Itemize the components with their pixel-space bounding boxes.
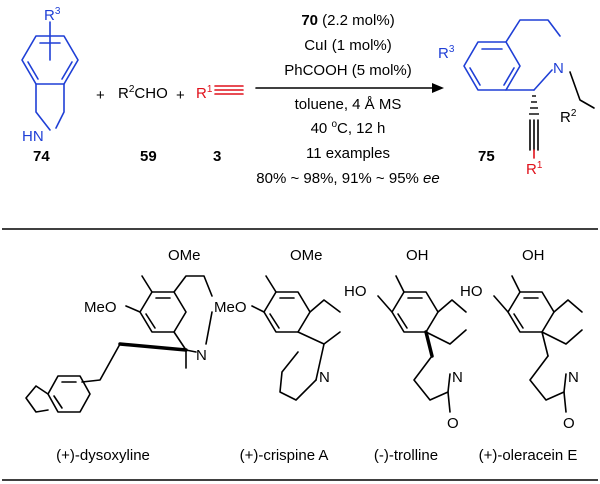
- compound-number-3: 3: [213, 148, 221, 165]
- product-n: N: [553, 60, 564, 77]
- compound-number-59: 59: [140, 148, 157, 165]
- compound-number-75: 75: [478, 148, 495, 165]
- trolline-group-o: O: [447, 415, 459, 432]
- oleracein-group-o: O: [563, 415, 575, 432]
- reactant-74-nh: HN: [22, 128, 44, 145]
- condition-temperature: 40 oC, 12 h: [311, 119, 386, 137]
- condition-acid: PhCOOH (5 mol%): [284, 62, 412, 79]
- plus-sign-1: +: [96, 87, 105, 104]
- trolline-group-n: N: [452, 369, 463, 386]
- reaction-arrow: [255, 83, 444, 93]
- oleracein-group-ho: HO: [460, 283, 483, 300]
- oleracein-group-n: N: [568, 369, 579, 386]
- product-r1: R1: [526, 160, 543, 178]
- trolline-group-oh: OH: [406, 247, 429, 264]
- reactant-3-alkyne-bond: [214, 85, 244, 95]
- product-r3: R3: [438, 44, 455, 62]
- structure-oleracein-e: [493, 275, 583, 413]
- crispine-group-ome: OMe: [290, 247, 323, 264]
- dysoxyline-group-n: N: [196, 347, 207, 364]
- structure-trolline: [377, 275, 467, 413]
- dysoxyline-group-meo: MeO: [84, 299, 117, 316]
- product-r2: R2: [560, 108, 577, 126]
- reactant-3-r1: R1: [196, 84, 213, 102]
- dysoxyline-name: (+)-dysoxyline: [56, 447, 150, 464]
- trolline-group-ho: HO: [344, 283, 367, 300]
- condition-solvent: toluene, 4 Å MS: [295, 96, 402, 113]
- product-75-structure: [463, 19, 595, 159]
- reactant-59-formula: R2CHO: [118, 84, 168, 102]
- crispine-name: (+)-crispine A: [240, 447, 329, 464]
- condition-yield-ee: 80% ~ 98%, 91% ~ 95% ee: [256, 170, 439, 187]
- condition-examples: 11 examples: [306, 145, 390, 162]
- structure-crispine-a: [251, 275, 341, 401]
- trolline-name: (-)-trolline: [374, 447, 438, 464]
- oleracein-group-oh: OH: [522, 247, 545, 264]
- compound-number-74: 74: [33, 148, 50, 165]
- crispine-group-meo: MeO: [214, 299, 247, 316]
- dysoxyline-group-ome: OMe: [168, 247, 201, 264]
- crispine-group-n: N: [319, 369, 330, 386]
- reactant-74-structure: [21, 21, 79, 131]
- condition-cu: CuI (1 mol%): [304, 37, 392, 54]
- structure-dysoxyline: [25, 275, 213, 413]
- plus-sign-2: +: [176, 87, 185, 104]
- reactant-74-r3: R3: [44, 6, 61, 24]
- condition-catalyst: 70 (2.2 mol%): [301, 12, 394, 29]
- oleracein-name: (+)-oleracein E: [479, 447, 578, 464]
